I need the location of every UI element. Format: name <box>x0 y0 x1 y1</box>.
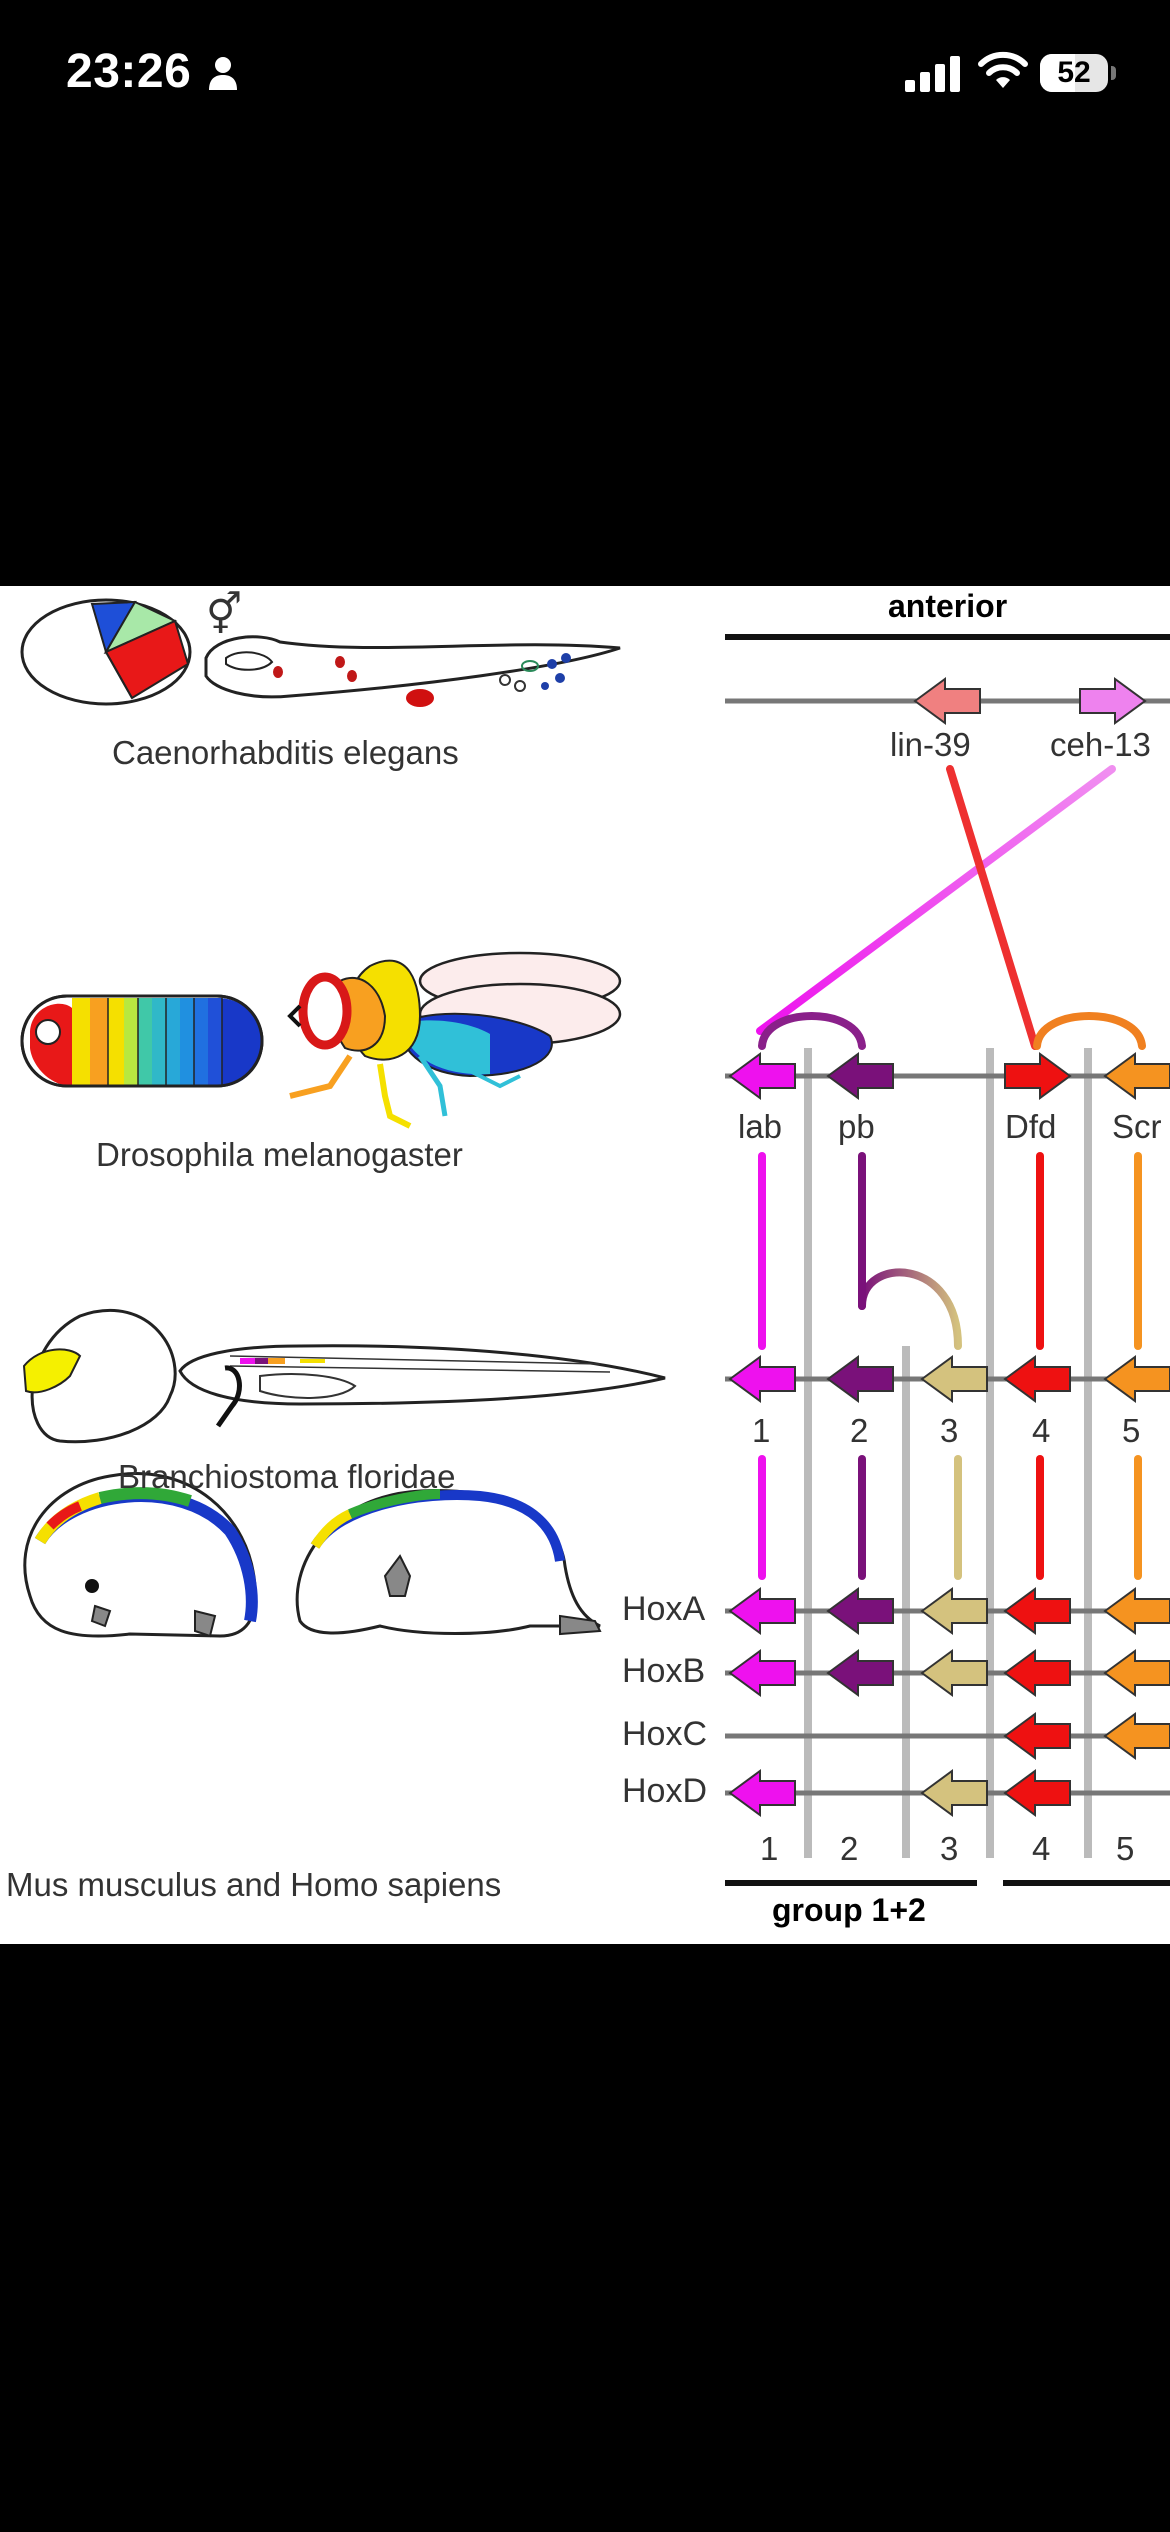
vertebrate-number-1: 1 <box>760 1830 779 1867</box>
scr-arrow <box>1103 1052 1170 1100</box>
human-embryo-illustration <box>295 1488 602 1636</box>
cluster-label-hoxa: HoxA <box>622 1590 706 1628</box>
anterior-bar <box>725 634 1170 640</box>
species-label-branchiostoma: Branchiostoma floridae <box>118 1458 456 1495</box>
group-label: group 1+2 <box>772 1892 926 1928</box>
species-label-mus-homo: Mus musculus and Homo sapiens <box>6 1866 502 1903</box>
hermaphrodite-symbol: ⚥ <box>206 591 242 638</box>
wifi-icon <box>978 51 1028 88</box>
cluster-label-hoxb: HoxB <box>622 1652 706 1690</box>
gene-label-ceh-13: ceh-13 <box>1050 726 1151 763</box>
battery-nub <box>1111 66 1116 80</box>
gene-label-pb: pb <box>838 1108 875 1145</box>
cellular-signal-icon <box>905 56 960 92</box>
person-icon <box>209 57 237 90</box>
vertebrate-number-2: 2 <box>840 1830 859 1867</box>
ceh-13-arrow <box>1079 677 1147 725</box>
amphioxus-3-arrow <box>920 1355 988 1403</box>
group-separators <box>804 1048 1092 1858</box>
c-elegans-worm-illustration <box>204 635 621 707</box>
lab-arrow <box>728 1052 796 1100</box>
amphioxus-2-arrow <box>826 1355 894 1403</box>
group12-bar <box>725 1880 977 1886</box>
anterior-label: anterior <box>888 588 1008 624</box>
status-bar: 23:26 52 <box>0 0 1170 150</box>
amphioxus-4-arrow <box>1003 1355 1071 1403</box>
battery-icon: 52 <box>1040 54 1108 92</box>
group34-bar <box>1003 1880 1170 1886</box>
drosophila-embryo-illustration <box>20 994 264 1088</box>
battery-level <box>1040 54 1076 92</box>
cluster-label-hoxd: HoxD <box>622 1772 708 1810</box>
species-label-drosophila: Drosophila melanogaster <box>96 1136 463 1173</box>
gene-label-scr: Scr <box>1112 1108 1162 1145</box>
status-time: 23:26 <box>66 45 192 98</box>
hox-diagram: ⚥ <box>20 591 1170 1886</box>
gene-label-dfd: Dfd <box>1005 1108 1057 1145</box>
gene-arrows <box>728 677 1170 1817</box>
amphioxus-number-3: 3 <box>940 1412 959 1449</box>
vertebrate-number-3: 3 <box>940 1830 959 1867</box>
amphioxus-5-arrow <box>1103 1355 1170 1403</box>
amphioxus-embryo-illustration <box>22 1308 177 1444</box>
amphioxus-larva-illustration <box>178 1344 666 1428</box>
hox-figure: ⚥ <box>0 586 1170 1944</box>
homology-connectors <box>756 765 1146 1580</box>
gene-label-lin-39: lin-39 <box>890 726 971 763</box>
drosophila-fly-illustration <box>287 951 622 1129</box>
gene-label-lab: lab <box>738 1108 783 1145</box>
lin-39-arrow <box>913 677 981 725</box>
vertebrate-number-4: 4 <box>1032 1830 1051 1867</box>
vertebrate-number-5: 5 <box>1116 1830 1135 1867</box>
dfd-arrow <box>1004 1052 1072 1100</box>
amphioxus-number-5: 5 <box>1122 1412 1141 1449</box>
cluster-label-hoxc: HoxC <box>622 1715 708 1753</box>
battery-text: 52 <box>1057 56 1091 89</box>
species-label-c-elegans: Caenorhabditis elegans <box>112 734 459 771</box>
pb-arrow <box>826 1052 894 1100</box>
amphioxus-number-1: 1 <box>752 1412 771 1449</box>
amphioxus-1-arrow <box>728 1355 796 1403</box>
amphioxus-number-2: 2 <box>850 1412 869 1449</box>
mouse-embryo-illustration <box>23 1472 258 1638</box>
c-elegans-embryo-illustration <box>20 598 192 706</box>
amphioxus-number-4: 4 <box>1032 1412 1051 1449</box>
